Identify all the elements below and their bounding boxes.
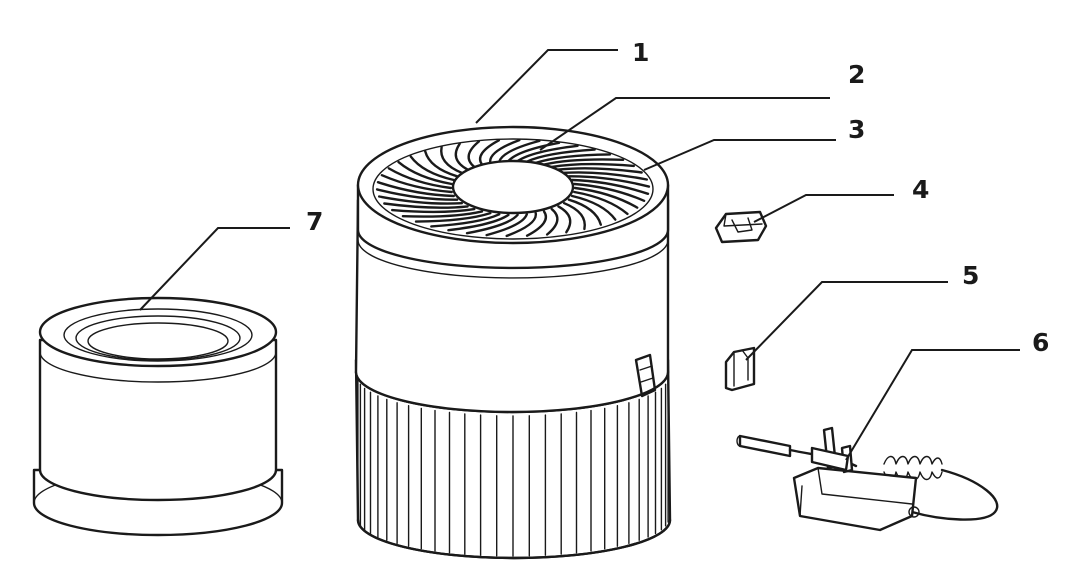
fan-vane — [542, 158, 625, 166]
fan-vane — [397, 160, 453, 186]
grille-ribs — [357, 379, 669, 557]
fan-vane — [545, 207, 559, 236]
power-adapter — [736, 426, 999, 532]
callout-labels: 1 2 3 4 5 6 7 — [306, 38, 1049, 357]
clip-part — [714, 210, 768, 244]
callout-7: 7 — [306, 207, 323, 236]
fan-vane — [573, 186, 639, 209]
callout-4: 4 — [912, 175, 929, 204]
fan-vane — [376, 181, 455, 198]
fan-vane — [534, 153, 612, 165]
small-part — [724, 346, 756, 392]
callout-1: 1 — [632, 38, 649, 67]
fan-vane — [430, 213, 501, 228]
fan-vane — [498, 139, 541, 163]
fan-vane — [414, 211, 492, 223]
fan-vane — [525, 148, 596, 163]
fan-vane — [380, 174, 453, 194]
fan-vane — [409, 155, 455, 182]
fan-vane — [387, 167, 453, 190]
fan-vane — [447, 213, 510, 232]
fan-vane — [573, 190, 629, 216]
center-cap — [451, 159, 575, 215]
fan-vane — [557, 167, 643, 174]
fan-vane — [375, 188, 459, 201]
fan-vane — [391, 207, 476, 214]
callout-6: 6 — [1032, 328, 1049, 357]
fan-vane — [516, 144, 579, 163]
fan-vane — [489, 138, 521, 165]
fan-vane — [557, 205, 572, 234]
fan-vane — [550, 162, 635, 169]
fan-vane — [571, 194, 617, 221]
purifier-main-unit — [354, 125, 672, 560]
fan-vane — [454, 142, 469, 171]
fan-vane — [567, 175, 651, 188]
fan-vane — [378, 195, 463, 205]
fan-vane — [571, 178, 650, 195]
fan-vane — [563, 202, 586, 231]
fan-vane — [525, 210, 548, 237]
callout-3: 3 — [848, 115, 865, 144]
fan-vane — [383, 202, 469, 209]
callout-2: 2 — [848, 60, 865, 89]
filter-cartridge — [32, 296, 284, 537]
fan-vane — [505, 211, 537, 238]
fan-vane — [401, 210, 484, 218]
leader-lines — [139, 49, 1020, 461]
fan-vane — [465, 213, 519, 235]
fan-vane — [478, 139, 501, 166]
fan-vane — [424, 150, 459, 178]
callout-5: 5 — [962, 261, 979, 290]
fan-vane — [467, 140, 481, 169]
fan-vane — [507, 141, 561, 163]
fan-vane — [485, 213, 528, 237]
fan-vanes — [375, 138, 651, 238]
fan-vane — [563, 171, 648, 181]
fan-vane — [573, 182, 646, 202]
fan-vane — [440, 145, 463, 174]
side-control-panel — [634, 353, 657, 398]
fan-vane — [567, 198, 602, 226]
